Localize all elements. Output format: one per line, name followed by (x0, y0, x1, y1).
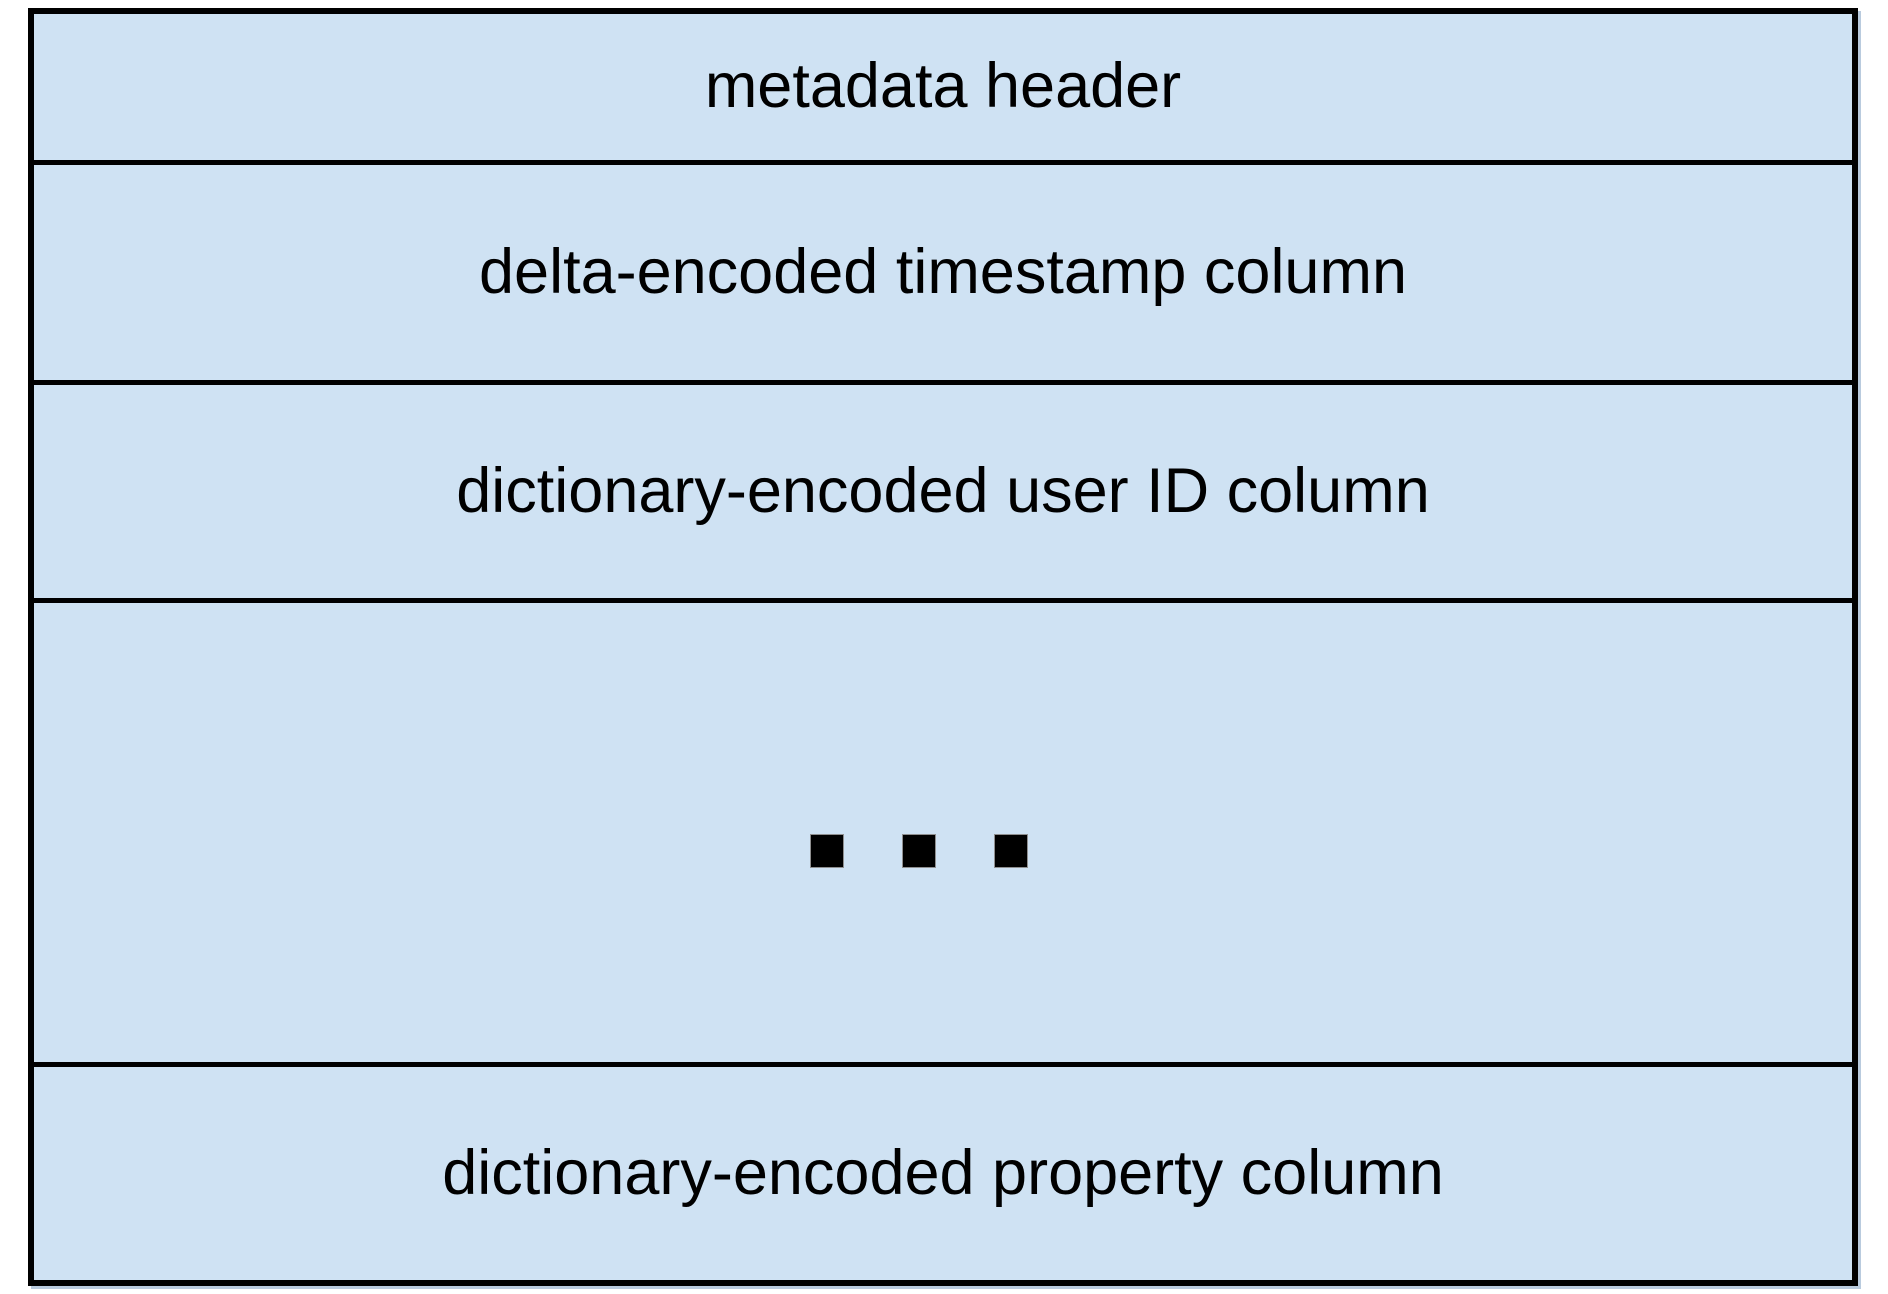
row-label-user-id-column: dictionary-encoded user ID column (456, 455, 1430, 526)
ellipsis-square-icon (902, 833, 936, 868)
row-label-property-column: dictionary-encoded property column (442, 1137, 1444, 1208)
ellipsis-square-icon (994, 833, 1028, 868)
row-label-timestamp-column: delta-encoded timestamp column (479, 236, 1407, 307)
ellipsis-square-icon (810, 833, 844, 868)
diagram-row-user-id-column: dictionary-encoded user ID column (34, 380, 1852, 598)
row-label-metadata-header: metadata header (704, 51, 1182, 122)
ellipsis-squares (810, 833, 1028, 868)
diagram-row-timestamp-column: delta-encoded timestamp column (34, 160, 1852, 380)
diagram-row-metadata-header: metadata header (34, 14, 1852, 160)
columnar-file-layout-diagram: metadata header delta-encoded timestamp … (28, 8, 1858, 1286)
diagram-row-property-column: dictionary-encoded property column (34, 1062, 1852, 1280)
diagram-row-ellipsis (34, 598, 1852, 1062)
